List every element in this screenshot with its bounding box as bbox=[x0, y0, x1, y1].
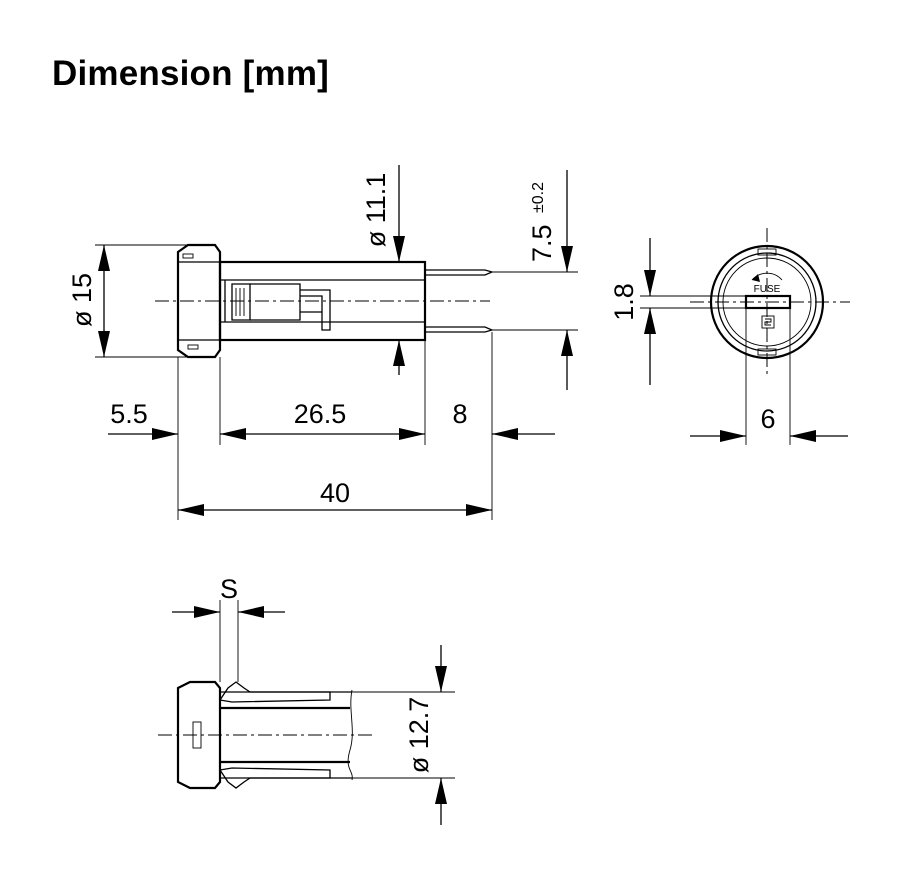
front-view: FUSE 1.8 6 bbox=[609, 228, 850, 445]
front-flange bbox=[176, 243, 222, 359]
dim-body-dia: ø 15 bbox=[67, 273, 97, 327]
dim-pin-spacing: 7.5 bbox=[527, 224, 557, 262]
dim-mount-hole-dia: ø 12.7 bbox=[404, 697, 434, 774]
pin-lower bbox=[425, 326, 494, 333]
body-outline bbox=[218, 260, 427, 342]
side-view: ø 15 ø 11.1 7.5 ±0.2 5.5 26.5 8 bbox=[67, 165, 578, 520]
page-title: Dimension [mm] bbox=[52, 54, 329, 93]
dim-cap-dia: ø 11.1 bbox=[361, 173, 391, 248]
approval-mark-icon bbox=[761, 315, 775, 329]
dim-total-length: 40 bbox=[320, 478, 350, 508]
dim-body-length: 26.5 bbox=[294, 399, 347, 429]
panel-mount-view: S ø 12.7 bbox=[158, 574, 455, 825]
fuse-slot bbox=[744, 294, 792, 310]
pin-upper bbox=[425, 269, 494, 276]
dim-pin-length: 8 bbox=[452, 399, 467, 429]
dim-flange: 5.5 bbox=[110, 399, 148, 429]
panel-flange bbox=[176, 680, 222, 790]
fuse-label: FUSE bbox=[754, 284, 781, 295]
dim-panel-thickness: S bbox=[220, 574, 238, 604]
dim-pin-spacing-tolerance: ±0.2 bbox=[530, 182, 547, 213]
cap-outer-circle bbox=[709, 244, 825, 360]
dim-slot-length: 6 bbox=[760, 404, 775, 434]
dim-slot-width: 1.8 bbox=[609, 283, 639, 321]
